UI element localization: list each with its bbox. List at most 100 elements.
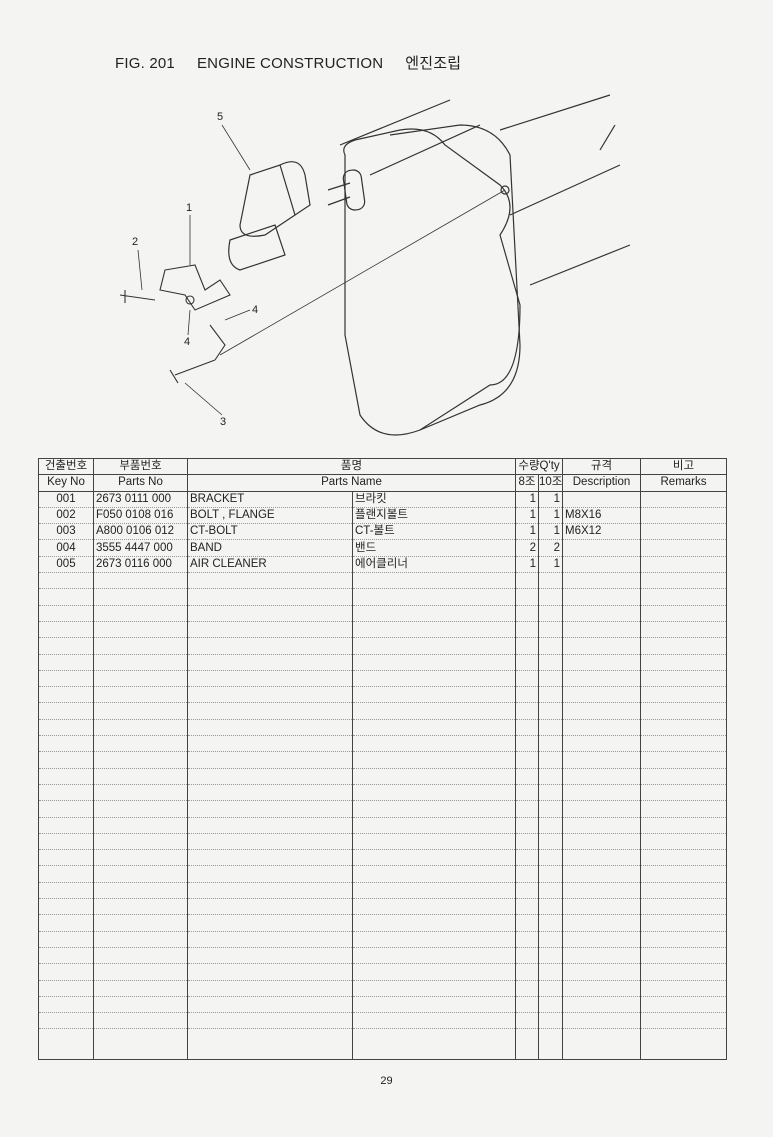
cell-parts-no (93, 686, 188, 704)
cell-q10 (538, 767, 564, 785)
cell-remarks (640, 1012, 728, 1030)
cell-desc (562, 898, 642, 916)
cell-remarks (640, 751, 728, 769)
cell-key (38, 588, 94, 606)
cell-remarks (640, 637, 728, 655)
cell-q8: 1 (515, 523, 540, 541)
cell-name-en (187, 963, 353, 981)
empty-row (38, 653, 728, 671)
cell-q10 (538, 914, 564, 932)
cell-parts-no: A800 0106 012 (93, 523, 188, 541)
cell-name-en (187, 816, 353, 834)
cell-q8 (515, 849, 540, 867)
cell-name-en (187, 686, 353, 704)
cell-remarks (640, 604, 728, 622)
empty-row (38, 686, 728, 704)
cell-desc: M6X12 (562, 523, 642, 541)
cell-remarks (640, 686, 728, 704)
callout-labels: 5 1 2 4 4 3 (132, 111, 258, 428)
cell-name-en (187, 702, 353, 720)
cell-parts-no (93, 604, 188, 622)
cell-remarks (640, 588, 728, 606)
cell-key (38, 963, 94, 981)
cell-q8 (515, 1012, 540, 1030)
title-korean: 엔진조립 (405, 55, 462, 72)
cell-name-ko (351, 816, 517, 834)
cell-q8 (515, 832, 540, 851)
cell-key (38, 995, 94, 1014)
cell-parts-no (93, 816, 188, 834)
cell-key (38, 718, 94, 737)
empty-row (38, 669, 728, 688)
cell-name-ko (351, 800, 517, 818)
cell-remarks (640, 865, 728, 883)
cell-name-ko (351, 979, 517, 997)
title-english: ENGINE CONSTRUCTION (196, 55, 384, 72)
cell-q10 (538, 1028, 564, 1061)
cell-desc (562, 604, 642, 622)
cell-remarks (640, 979, 728, 997)
cell-name-ko (351, 767, 517, 785)
col-key-ko: 건출번호 (38, 457, 94, 476)
cell-name-en (187, 669, 353, 688)
cell-parts-no: 2673 0111 000 (93, 490, 188, 508)
cell-remarks (640, 669, 728, 688)
cell-q8 (515, 800, 540, 818)
cell-remarks (640, 783, 728, 802)
empty-row (38, 800, 728, 818)
cell-q8 (515, 572, 540, 590)
cell-remarks (640, 849, 728, 867)
cell-key (38, 979, 94, 997)
cell-key (38, 669, 94, 688)
cell-key (38, 686, 94, 704)
cell-name-ko (351, 832, 517, 851)
figure-number: FIG. 201 (115, 55, 175, 72)
cell-name-en (187, 767, 353, 785)
cell-q8 (515, 767, 540, 785)
cell-desc (562, 588, 642, 606)
cell-q8 (515, 963, 540, 981)
cell-name-en (187, 1012, 353, 1030)
cell-name-ko: 밴드 (351, 539, 517, 557)
empty-row (38, 588, 728, 606)
empty-row (38, 898, 728, 916)
cell-q10 (538, 849, 564, 867)
cell-q8 (515, 946, 540, 965)
cell-q10 (538, 718, 564, 737)
cell-name-ko (351, 620, 517, 639)
empty-row (38, 979, 728, 997)
cell-name-ko (351, 1028, 517, 1061)
cell-remarks (640, 718, 728, 737)
cell-desc (562, 995, 642, 1014)
cell-parts-no (93, 946, 188, 965)
cell-name-ko (351, 881, 517, 900)
cell-q10: 2 (538, 539, 564, 557)
cell-q10 (538, 816, 564, 834)
cell-q8 (515, 637, 540, 655)
cell-q10: 1 (538, 555, 564, 574)
cell-q10 (538, 588, 564, 606)
cell-key (38, 767, 94, 785)
col-qty-10: 10조 (538, 474, 564, 492)
cell-name-en (187, 914, 353, 932)
cell-key: 001 (38, 490, 94, 508)
cell-q8 (515, 914, 540, 932)
cell-name-ko (351, 669, 517, 688)
cell-key (38, 735, 94, 753)
cell-remarks (640, 800, 728, 818)
cell-desc (562, 881, 642, 900)
cell-q10 (538, 751, 564, 769)
empty-row (38, 1028, 728, 1061)
col-parts-no: Parts No (93, 474, 188, 492)
cell-key: 002 (38, 506, 94, 525)
cell-parts-no (93, 751, 188, 769)
cell-q8 (515, 620, 540, 639)
cell-desc (562, 620, 642, 639)
callout-5: 5 (217, 111, 223, 123)
cell-remarks (640, 555, 728, 574)
cell-parts-no: 2673 0116 000 (93, 555, 188, 574)
callout-2: 2 (132, 236, 138, 248)
cell-name-ko (351, 946, 517, 965)
cell-parts-no (93, 832, 188, 851)
